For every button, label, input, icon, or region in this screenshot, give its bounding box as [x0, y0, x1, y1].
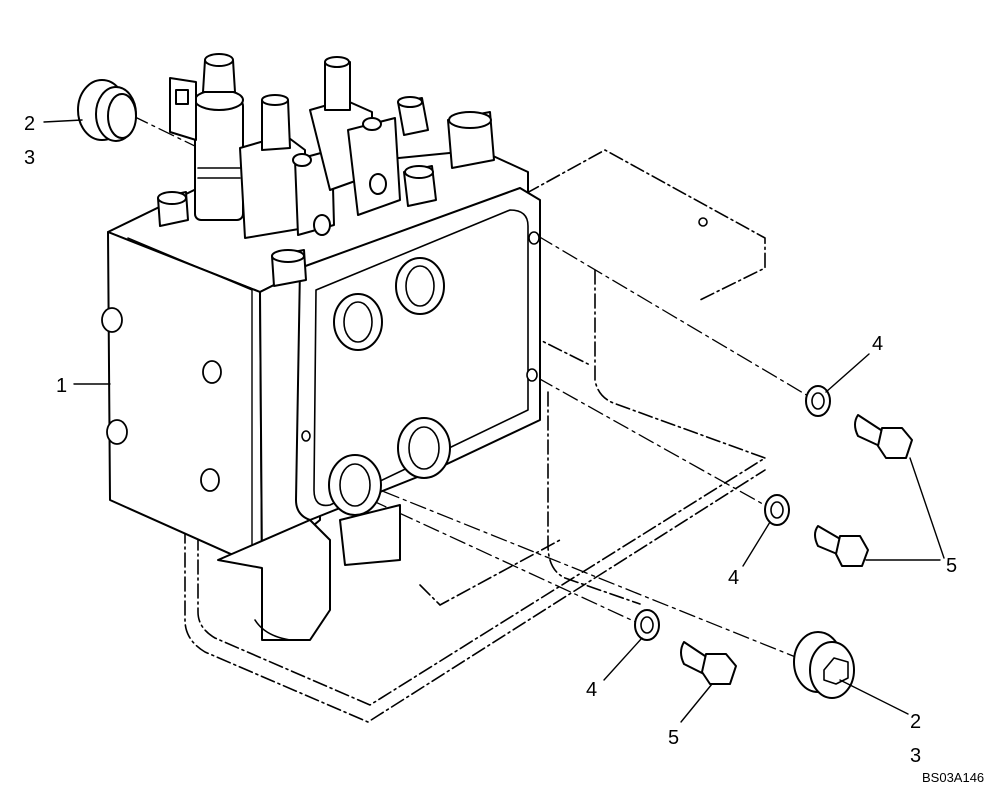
port-plug-top	[77, 79, 137, 142]
callout-3-bottom: 3	[910, 745, 921, 767]
solenoid-cartridge-right	[309, 56, 401, 216]
valve-ports	[328, 257, 451, 516]
plate-hole	[698, 217, 708, 227]
callout-3-top: 3	[24, 147, 35, 169]
port-plug-bottom	[793, 631, 855, 699]
washers	[634, 385, 831, 641]
end-plate-bolt-heads	[101, 307, 222, 492]
electrical-connector	[169, 77, 197, 141]
callout-2-top: 2	[24, 113, 35, 135]
drawing-reference-code: BS03A146	[922, 770, 984, 785]
mounting-holes	[301, 231, 540, 442]
solenoid-cartridge-center	[239, 94, 335, 239]
leader-lines	[43, 119, 945, 723]
callout-2-bottom: 2	[910, 711, 921, 733]
callout-4-lower: 4	[586, 679, 597, 701]
callout-4-upper: 4	[872, 333, 883, 355]
callout-5-lower: 5	[668, 727, 679, 749]
bolts	[680, 414, 913, 685]
callout-5-right: 5	[946, 555, 957, 577]
callout-4-middle: 4	[728, 567, 739, 589]
callout-1: 1	[56, 375, 67, 397]
hex-plugs-top	[157, 96, 495, 287]
solenoid-cartridge-left	[194, 53, 244, 221]
